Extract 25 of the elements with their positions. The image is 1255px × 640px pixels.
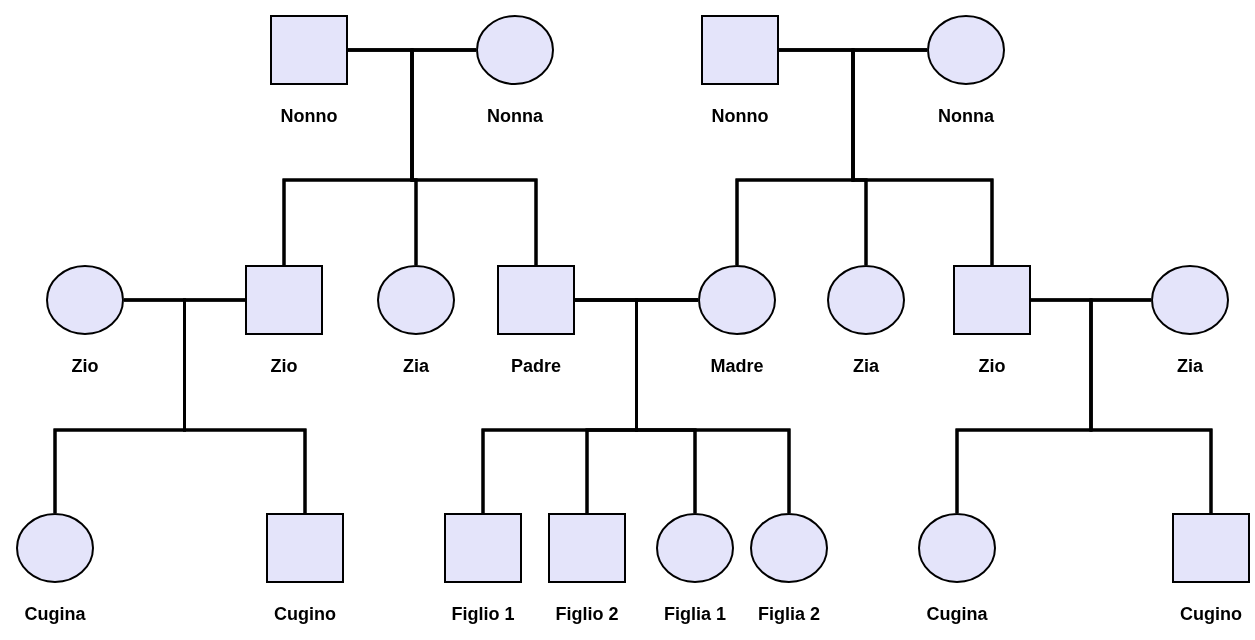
- person-name: Zio: [270, 355, 298, 377]
- person-name: Figlia 1: [664, 603, 726, 625]
- pedigree-line: [635, 298, 791, 513]
- person-name: Zia: [403, 355, 429, 377]
- person-name: Nonno: [280, 105, 338, 127]
- person-name: Nonno: [711, 105, 769, 127]
- person-name: Nonna: [487, 105, 543, 127]
- person-name: Zio: [71, 355, 99, 377]
- person-name: Figlia 2: [758, 603, 820, 625]
- person-name: Zia: [1177, 355, 1203, 377]
- person-name: Cugino: [274, 603, 336, 625]
- pedigree-line: [1089, 298, 1213, 513]
- pedigree-line: [851, 48, 994, 265]
- person-name: Cugino: [1180, 603, 1242, 625]
- person-name: Cugina: [926, 603, 988, 625]
- person-name: Zio: [978, 355, 1006, 377]
- person-name: Figlio 1: [451, 603, 515, 625]
- person-name: Zia: [853, 355, 879, 377]
- person-name: Nonna: [938, 105, 994, 127]
- pedigree-line: [183, 298, 307, 513]
- person-name: Figlio 2: [555, 603, 619, 625]
- person-name: Cugina: [24, 603, 86, 625]
- person-name: Padre: [511, 355, 561, 377]
- pedigree-line: [410, 48, 538, 265]
- person-name: Madre: [710, 355, 764, 377]
